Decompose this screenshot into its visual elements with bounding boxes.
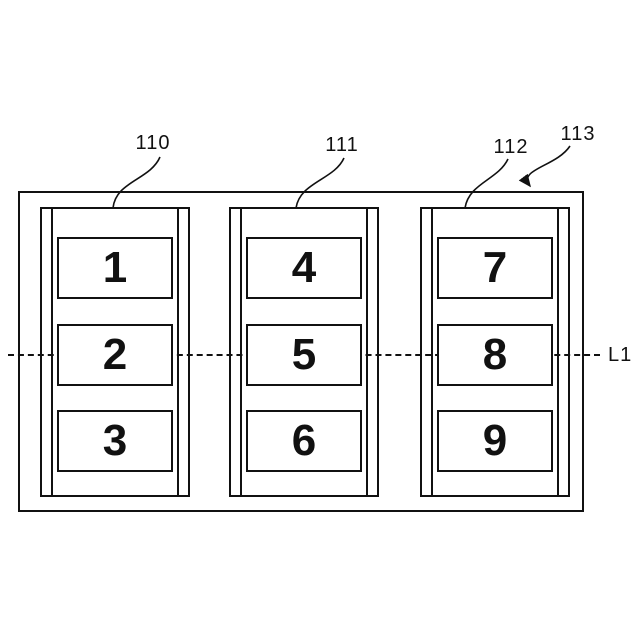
panel-111-left-rail <box>240 209 242 495</box>
cell-3: 3 <box>57 410 173 472</box>
cell-8: 8 <box>437 324 553 386</box>
cell-7: 7 <box>437 237 553 299</box>
cell-9: 9 <box>437 410 553 472</box>
ref-label-113: 113 <box>560 123 596 145</box>
cell-2: 2 <box>57 324 173 386</box>
panel-110-left-rail <box>51 209 53 495</box>
panel-112: 7 8 9 <box>420 207 570 497</box>
ref-label-110: 110 <box>135 132 171 154</box>
leader-arrow-113 <box>518 145 571 188</box>
cell-4: 4 <box>246 237 362 299</box>
panel-112-right-rail <box>557 209 559 495</box>
ref-label-111: 111 <box>325 134 359 156</box>
cut-line-label-l1: L1 <box>608 344 633 366</box>
ref-label-112: 112 <box>493 136 529 158</box>
panel-110-right-rail <box>177 209 179 495</box>
cell-1: 1 <box>57 237 173 299</box>
cell-5: 5 <box>246 324 362 386</box>
panel-112-left-rail <box>431 209 433 495</box>
panel-110: 1 2 3 <box>40 207 190 497</box>
panel-111: 4 5 6 <box>229 207 379 497</box>
cell-6: 6 <box>246 410 362 472</box>
panel-111-right-rail <box>366 209 368 495</box>
